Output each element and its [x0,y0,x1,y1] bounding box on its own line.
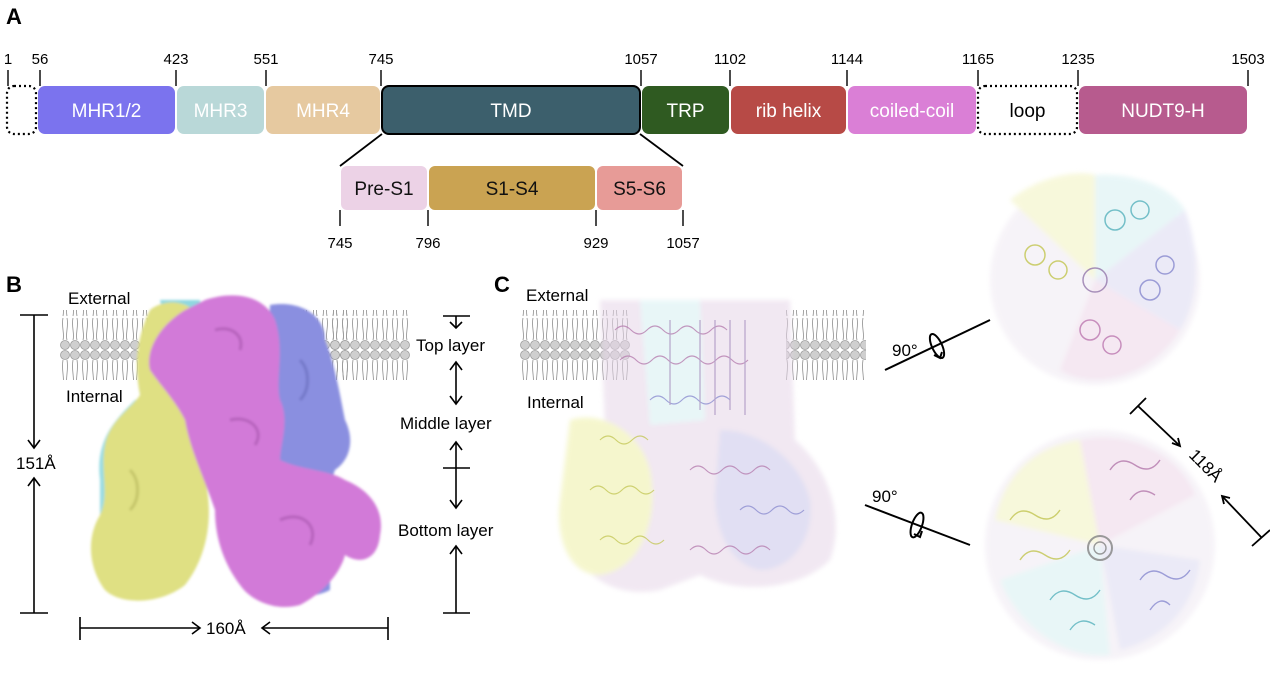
layer-scale [443,315,470,614]
rotation-label-top: 90° [892,341,918,360]
subdomain-s1-s4-label: S1-S4 [486,179,539,200]
subdomain-s5-s6: S5-S6 [597,166,682,210]
sub-boundary-label: 929 [583,235,608,252]
boundary-label: 1235 [1061,51,1094,68]
external-label-b: External [68,289,130,308]
boundary-label: 1102 [714,51,746,68]
domain-mhr3-label: MHR3 [194,101,248,122]
domain-bar: MHR1/2 MHR3 MHR4 TMD TRP rib helix coiled-coil… [5,84,1247,136]
width-label: 160Å [206,619,246,638]
domain-mhr3: MHR3 [177,86,264,134]
cartoon-side-view [559,300,836,592]
sub-boundary-labels: 745 796 929 1057 [327,210,700,252]
boundary-label: 1057 [624,51,657,68]
cartoon-top-view [990,173,1200,385]
internal-label-c: Internal [527,393,584,412]
panel-label-a: A [6,4,22,29]
subdomain-bar: Pre-S1 S1-S4 S5-S6 [341,166,682,210]
external-label-c: External [526,286,588,305]
domain-loop: loop [976,84,1079,136]
panel-label-b: B [6,272,22,297]
domain-tmd-label: TMD [490,101,531,122]
boundary-label: 1 [4,51,12,68]
boundary-label: 423 [163,51,188,68]
domain-rib-helix: rib helix [731,86,846,134]
domain-rib-helix-label: rib helix [756,101,822,122]
subdomain-s5-s6-label: S5-S6 [613,179,666,200]
sub-boundary-label: 796 [415,235,440,252]
layer-label-top: Top layer [416,336,485,355]
domain-loop-label: loop [1010,101,1046,122]
tmd-zoom-line-right [639,133,684,167]
boundary-label: 56 [32,51,49,68]
domain-tmd: TMD [381,85,641,135]
layer-label-bottom: Bottom layer [398,521,494,540]
layer-label-middle: Middle layer [400,414,492,433]
domain-coiled-coil: coiled-coil [848,86,976,134]
boundary-label: 1165 [962,51,994,68]
cryo-em-density-map [90,295,381,608]
domain-mhr4-label: MHR4 [296,101,350,122]
boundary-label: 551 [253,51,278,68]
boundary-label: 745 [368,51,393,68]
boundary-label: 1503 [1231,51,1264,68]
subdomain-s1-s4: S1-S4 [429,166,595,210]
width-dimension [79,617,389,640]
height-dimension [20,314,48,614]
sub-boundary-label: 1057 [666,235,699,252]
domain-coiled-coil-label: coiled-coil [870,101,954,122]
boundary-label: 1144 [831,51,863,68]
domain-trp: TRP [642,86,729,134]
boundary-labels: 1 56 423 551 745 1057 1102 1144 1165 1235 1503 [4,51,1265,86]
panel-label-c: C [494,272,510,297]
sub-boundary-label: 745 [327,235,352,252]
domain-nudt9h: NUDT9-H [1079,86,1247,134]
height-label: 151Å [16,454,56,473]
tmd-zoom-line-left [339,133,383,167]
internal-label-b: Internal [66,387,123,406]
domain-mhr4: MHR4 [266,86,380,134]
domain-mhr12-label: MHR1/2 [72,101,142,122]
subdomain-pre-s1: Pre-S1 [341,166,427,210]
domain-nudt9h-label: NUDT9-H [1121,101,1204,122]
cartoon-bottom-view [985,430,1215,660]
rotation-indicator-top [884,319,991,371]
rotation-label-bottom: 90° [872,487,898,506]
subdomain-pre-s1-label: Pre-S1 [354,179,413,200]
domain-trp-label: TRP [667,101,705,122]
distance-dimension [1129,397,1270,547]
domain-mhr12: MHR1/2 [38,86,175,134]
rotation-indicator-bottom [864,504,971,546]
domain-unlabeled-nterm [5,84,38,136]
